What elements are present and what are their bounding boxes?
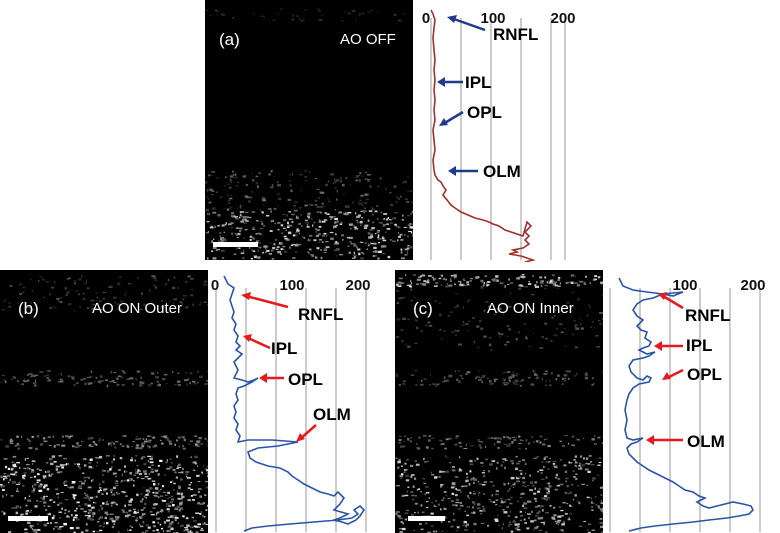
panel-label-c: (c) <box>413 299 433 318</box>
panel-label-b: (b) <box>18 299 39 318</box>
scale-bar-c <box>408 516 445 521</box>
layer-label-olm: OLM <box>483 162 521 181</box>
gridlines <box>430 18 566 260</box>
intensity-profile-a: 0 100 200 RNFL IPL OPL OLM <box>422 9 576 262</box>
intensity-profile-b: 0 100 200 RNFL IPL OPL OLM <box>211 275 371 532</box>
layer-label-ipl: IPL <box>271 339 297 358</box>
x-tick-100: 100 <box>480 10 505 27</box>
speckle-texture <box>205 8 413 260</box>
x-tick-0: 0 <box>211 277 219 294</box>
layer-label-ipl: IPL <box>686 336 712 355</box>
layer-label-opl: OPL <box>467 103 502 122</box>
layer-arrows-c <box>646 292 684 445</box>
ao-condition-label-c: AO ON Inner <box>487 300 574 317</box>
layer-arrows-b <box>241 292 317 442</box>
layer-label-rnfl: RNFL <box>298 305 343 324</box>
layer-label-opl: OPL <box>288 370 323 389</box>
x-tick-0: 0 <box>422 10 430 27</box>
x-tick-100: 100 <box>672 277 697 294</box>
x-tick-200: 200 <box>740 277 765 294</box>
x-tick-200: 200 <box>345 277 370 294</box>
x-tick-100: 100 <box>279 277 304 294</box>
x-tick-200: 200 <box>550 10 575 27</box>
layer-label-olm: OLM <box>687 432 725 451</box>
profile-curve-a <box>430 9 536 262</box>
speckle-texture <box>0 275 208 533</box>
layer-arrows-a <box>437 15 486 176</box>
layer-label-rnfl: RNFL <box>493 25 538 44</box>
speckle-texture <box>395 274 603 533</box>
oct-image-b: (b) AO ON Outer <box>0 270 208 533</box>
gridlines <box>609 288 761 532</box>
scale-bar-a <box>213 242 258 247</box>
scale-bar-b <box>8 516 48 521</box>
layer-label-opl: OPL <box>687 365 722 384</box>
layer-label-ipl: IPL <box>465 73 491 92</box>
gridlines <box>215 288 367 532</box>
profile-curve-c <box>618 277 754 532</box>
oct-image-c: (c) AO ON Inner <box>395 270 603 533</box>
layer-label-olm: OLM <box>313 405 351 424</box>
panel-label-a: (a) <box>219 30 240 49</box>
layer-label-rnfl: RNFL <box>685 306 730 325</box>
ao-condition-label-b: AO ON Outer <box>92 300 183 317</box>
ao-condition-label-a: AO OFF <box>340 31 396 48</box>
intensity-profile-c: 0 100 200 RNFL IPL OPL OLM <box>603 277 766 532</box>
profile-curve-b <box>223 275 366 532</box>
oct-image-a: (a) AO OFF <box>205 0 413 260</box>
